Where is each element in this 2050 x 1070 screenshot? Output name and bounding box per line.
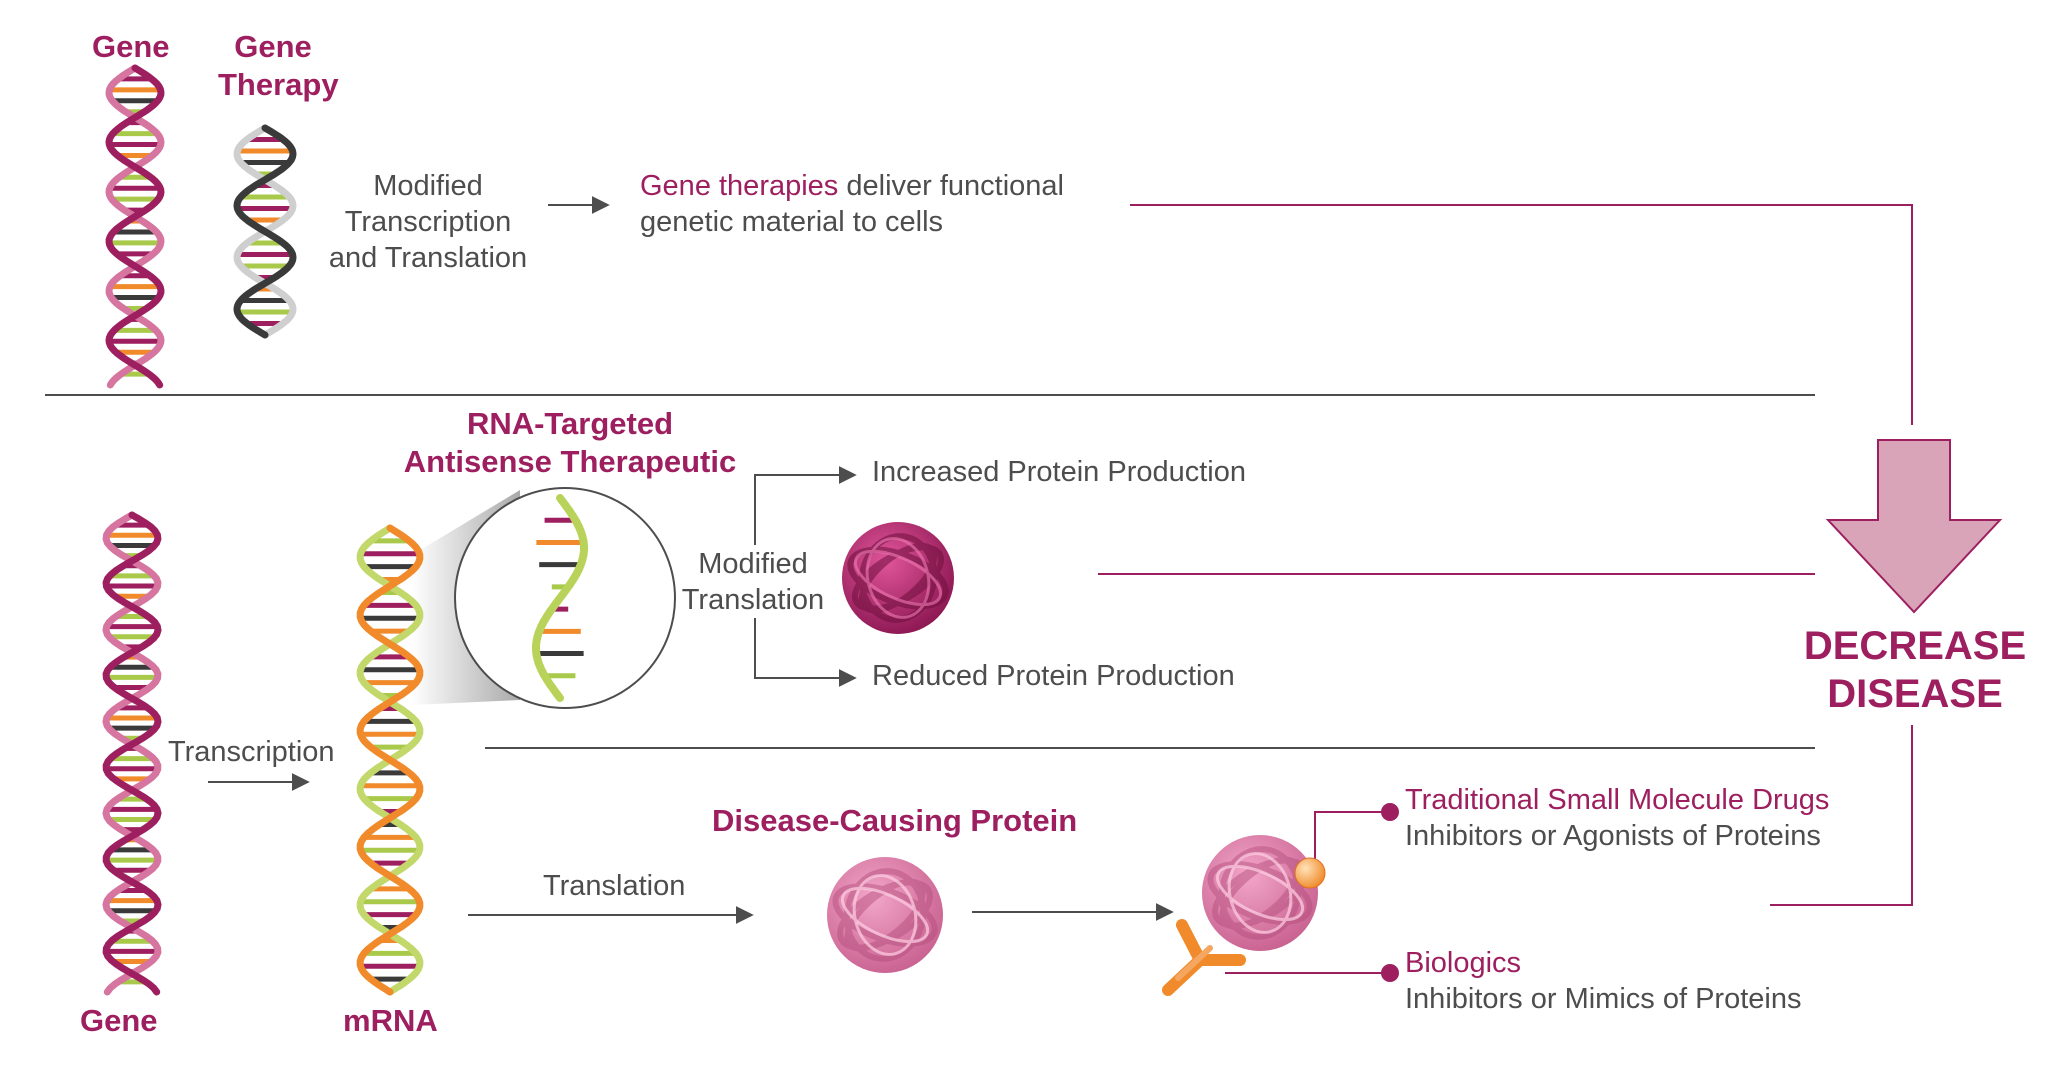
label-disease-causing-protein: Disease-Causing Protein [712, 803, 1078, 838]
label-small-molecule-drugs: Traditional Small Molecule Drugs Inhibit… [1405, 784, 1830, 852]
label-mrna: mRNA [343, 1003, 438, 1038]
label-increased-protein: Increased Protein Production [872, 456, 1246, 488]
protein-drug-target-icon [1202, 835, 1318, 951]
antisense-strand-icon [532, 494, 588, 702]
label-biologics: Biologics Inhibitors or Mimics of Protei… [1405, 947, 1802, 1015]
bullet-small-molecule [1381, 803, 1399, 821]
connector-gene-therapy [1130, 204, 1913, 425]
antibody-icon [1162, 919, 1246, 996]
down-arrow-icon [1825, 439, 2003, 614]
arrow-reduced [754, 618, 857, 687]
label-gene-therapies-description: Gene therapies deliver functional geneti… [640, 170, 1064, 238]
label-gene-therapy: Gene Therapy [218, 29, 339, 102]
label-modified-transcription-translation: Modified Transcription and Translation [328, 170, 528, 274]
bullet-biologics [1381, 964, 1399, 982]
label-decrease-disease: DECREASE DISEASE [1803, 624, 2027, 716]
dna-gene-top-icon [105, 64, 165, 389]
connector-protein-drugs [1770, 725, 1913, 906]
label-modified-translation: Modified Translation [681, 548, 825, 616]
protein-disease-icon [827, 857, 943, 973]
mrna-helix-icon [356, 524, 424, 996]
dna-gene-bottom-icon [102, 511, 162, 996]
label-gene-bottom: Gene [80, 1003, 158, 1038]
small-molecule-icon [1294, 857, 1326, 889]
label-reduced-protein: Reduced Protein Production [872, 660, 1235, 692]
arrow-increased [754, 466, 857, 545]
label-rna-targeted-antisense: RNA-Targeted Antisense Therapeutic [403, 406, 737, 479]
leader-small-molecule [1314, 811, 1390, 870]
label-transcription: Transcription [168, 736, 335, 768]
label-translation: Translation [543, 870, 686, 902]
protein-modified-icon [842, 522, 954, 634]
dna-gene-therapy-icon [233, 124, 297, 339]
label-gene-top: Gene [92, 29, 170, 64]
